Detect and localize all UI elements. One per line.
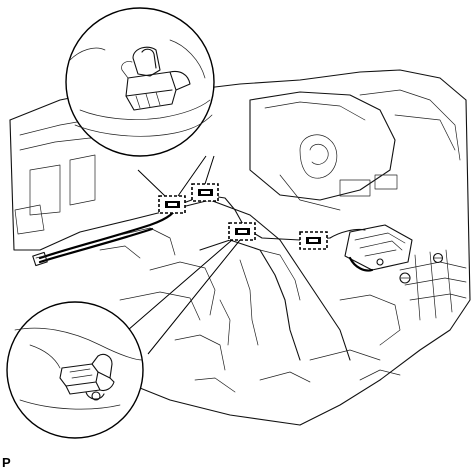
ecu-module xyxy=(344,224,413,272)
detail-callout-upper xyxy=(65,7,215,157)
right-floor-grid xyxy=(309,249,467,381)
clip-marker-2 xyxy=(191,183,219,202)
clip-detail-lower xyxy=(14,327,143,410)
wire-harness xyxy=(38,194,366,264)
detail-callout-lower xyxy=(6,301,144,439)
clip-marker-4 xyxy=(299,231,328,250)
clip-marker-3 xyxy=(228,222,256,241)
clip-marker-1 xyxy=(158,195,186,214)
harness-end-connector xyxy=(32,251,48,267)
clip-detail-upper xyxy=(69,39,213,137)
background-detail-strokes xyxy=(99,227,311,393)
figure-label: P xyxy=(2,455,11,470)
callout-leaders xyxy=(127,155,241,355)
bolts xyxy=(376,252,444,284)
upper-console-panel xyxy=(249,89,461,211)
